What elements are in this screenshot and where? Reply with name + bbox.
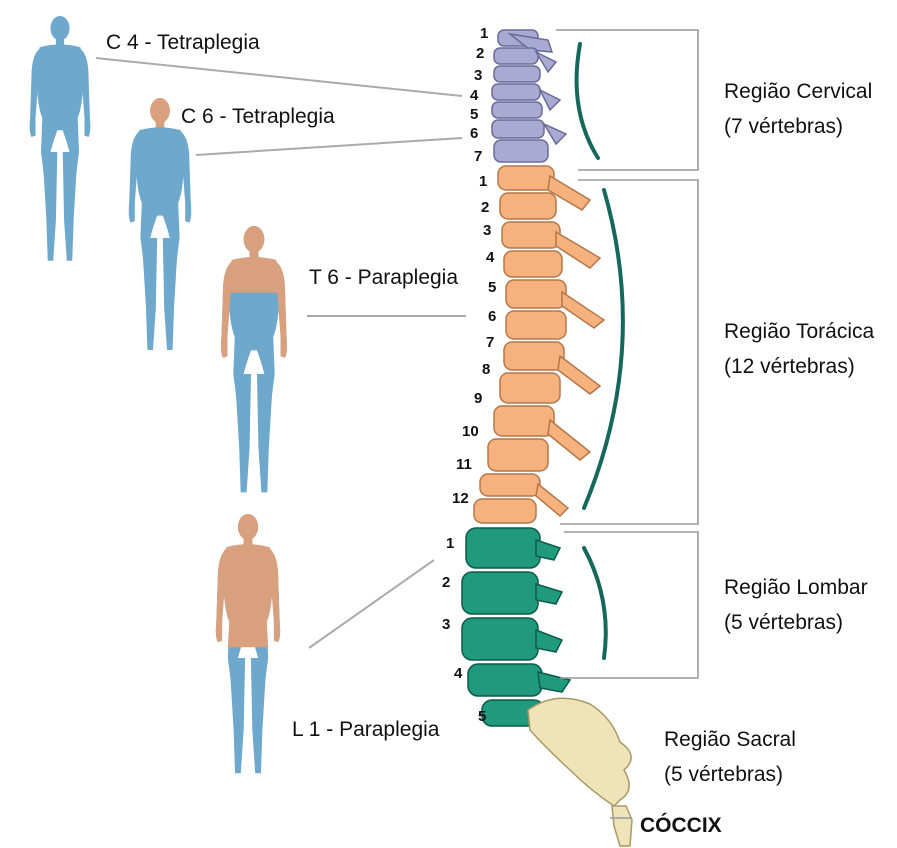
thoracic-number: 4 — [486, 249, 495, 266]
region-thoracic-name: Região Torácica — [724, 320, 875, 343]
curve-cervical — [577, 44, 598, 158]
region-sacral-name: Região Sacral — [664, 728, 796, 751]
region-lumbar-count: (5 vértebras) — [724, 611, 843, 634]
body-figure-l1 — [216, 514, 280, 773]
cervical-number: 5 — [470, 106, 478, 123]
region-cervical-name: Região Cervical — [724, 80, 872, 103]
thoracic-number: 3 — [483, 222, 491, 239]
bracket-lumbar — [560, 532, 698, 678]
curve-lumbar — [584, 548, 606, 658]
pointer-line-l1 — [309, 560, 434, 648]
thoracic-number: 11 — [456, 456, 472, 473]
thoracic-number: 1 — [479, 173, 487, 190]
thoracic-number: 9 — [474, 390, 482, 407]
thoracic-number: 2 — [481, 199, 489, 216]
thoracic-number: 12 — [452, 490, 469, 507]
thoracic-number: 6 — [488, 308, 496, 325]
label-c6: C 6 - Tetraplegia — [181, 105, 335, 128]
curvature-lines — [577, 44, 623, 658]
thoracic-number: 5 — [488, 279, 496, 296]
thoracic-number: 10 — [462, 423, 479, 440]
cervical-number: 3 — [474, 67, 482, 84]
lumbar-number: 2 — [442, 574, 450, 591]
body-figure-c6 — [129, 98, 192, 350]
body-figure-t6 — [221, 226, 287, 492]
region-lumbar-name: Região Lombar — [724, 576, 868, 599]
region-thoracic-count: (12 vértebras) — [724, 355, 855, 378]
cervical-number: 2 — [476, 45, 484, 62]
label-l1: L 1 - Paraplegia — [292, 718, 440, 741]
curve-thoracic — [584, 190, 623, 508]
region-cervical-count: (7 vértebras) — [724, 115, 843, 138]
pointer-line-c6 — [196, 138, 462, 155]
lumbar-number: 3 — [442, 616, 450, 633]
thoracic-number: 8 — [482, 361, 490, 378]
pointer-line-c4 — [96, 58, 462, 96]
cervical-number: 6 — [470, 125, 478, 142]
label-c4: C 4 - Tetraplegia — [106, 31, 260, 54]
label-t6: T 6 - Paraplegia — [309, 266, 458, 289]
lumbar-number: 4 — [454, 665, 463, 682]
coccyx — [612, 806, 632, 846]
region-sacral-count: (5 vértebras) — [664, 763, 783, 786]
lumbar-number: 5 — [478, 708, 486, 725]
cervical-number: 1 — [480, 25, 488, 42]
sacrum — [528, 698, 631, 806]
body-figure-c4 — [30, 16, 91, 261]
bracket-thoracic — [560, 180, 698, 524]
cervical-number: 4 — [470, 87, 479, 104]
thoracic-number: 7 — [486, 334, 494, 351]
lumbar-vertebrae — [462, 528, 570, 726]
lumbar-number: 1 — [446, 535, 454, 552]
cervical-number: 7 — [474, 148, 482, 165]
region-coccyx-name: CÓCCIX — [640, 813, 722, 837]
cervical-vertebrae — [492, 30, 566, 162]
